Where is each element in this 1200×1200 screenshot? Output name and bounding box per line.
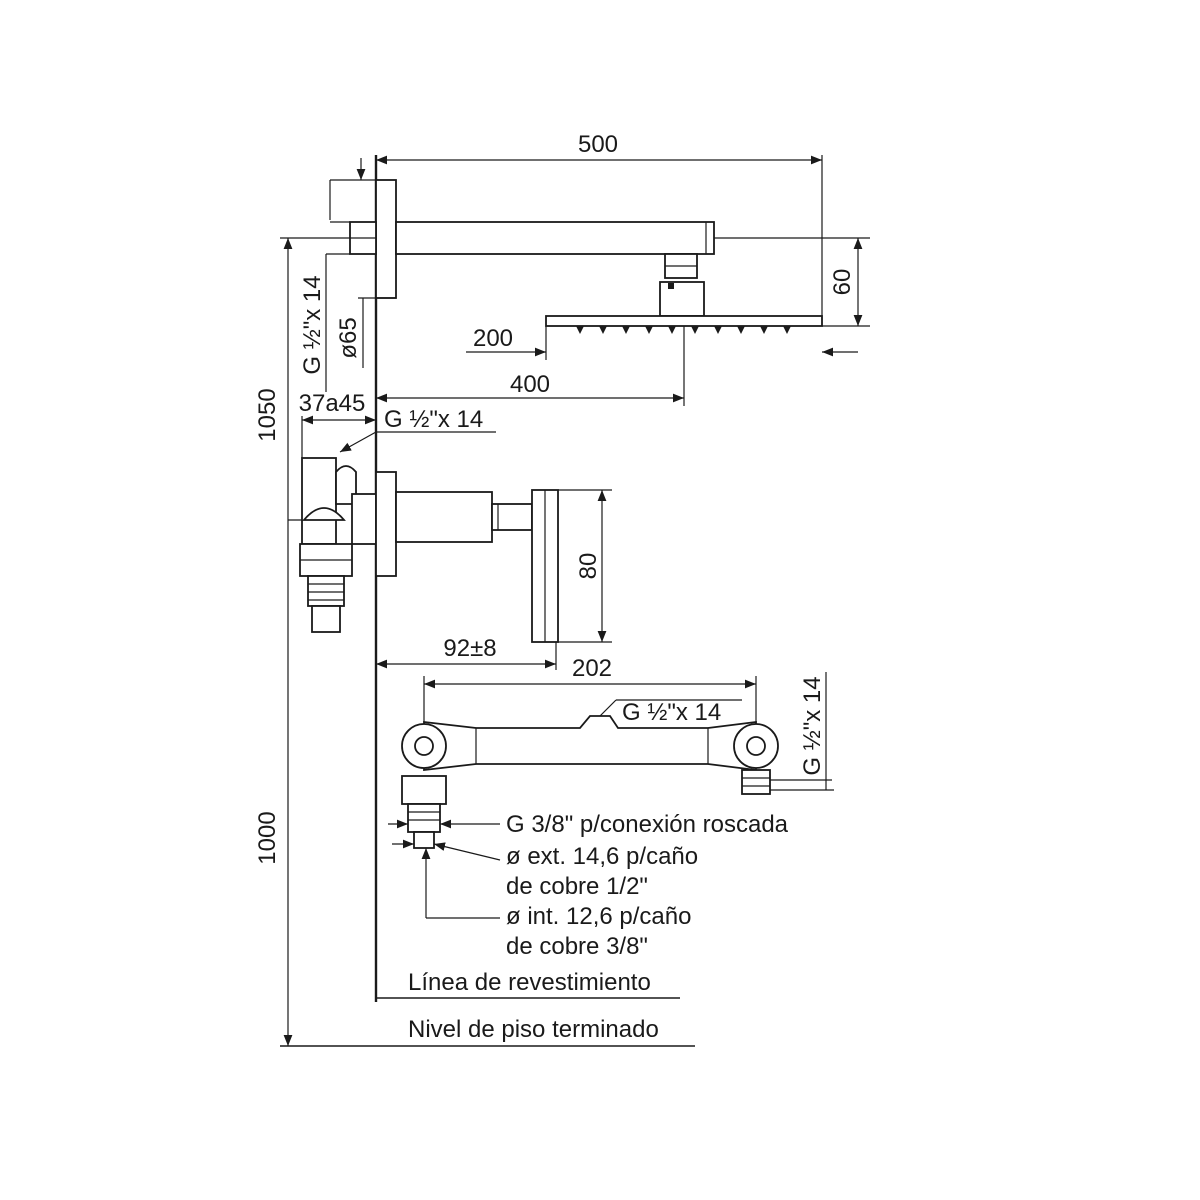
dim-200-label: 200 xyxy=(473,325,513,352)
dim-60-label: 60 xyxy=(829,269,856,296)
nozzle xyxy=(599,326,607,334)
thread-right-label: G ½"x 14 xyxy=(799,676,826,775)
floor-line-label: Nivel de piso terminado xyxy=(408,1016,659,1043)
connection-bar xyxy=(401,715,779,772)
callout-ext-line2: de cobre 1/2" xyxy=(506,873,648,900)
callout-int-line2: de cobre 3/8" xyxy=(506,933,648,960)
dim-60: 60 xyxy=(714,237,870,357)
mixer-handle xyxy=(531,489,559,643)
callout-int-line1: ø int. 12,6 p/caño xyxy=(506,903,691,930)
nozzle xyxy=(576,326,584,334)
callout-g38: G 3/8" p/conexión roscada xyxy=(388,811,789,838)
dim-400: 400 xyxy=(376,326,685,406)
dim-1000-label: 1000 xyxy=(254,811,281,864)
dim-202: 202 xyxy=(423,655,757,724)
dim-flange-depth xyxy=(329,158,376,223)
callout-g38-label: G 3/8" p/conexión roscada xyxy=(506,811,789,838)
dim-thread-right: G ½"x 14 xyxy=(770,672,834,791)
callout-thread-bar: G ½"x 14 xyxy=(599,699,742,726)
dim-500-label: 500 xyxy=(578,131,618,158)
dim-92: 92±8 xyxy=(376,635,557,670)
dim-400-label: 400 xyxy=(510,371,550,398)
callout-ext: ø ext. 14,6 p/caño de cobre 1/2" xyxy=(392,839,698,900)
right-fitting xyxy=(741,769,771,795)
dim-37a45-label: 37a45 xyxy=(299,390,366,417)
nozzle xyxy=(622,326,630,334)
dim-80-label: 80 xyxy=(575,553,602,580)
wall-line-label: Línea de revestimiento xyxy=(408,969,651,996)
dim-1050: 1050 xyxy=(254,237,350,1046)
dim-37a45: 37a45 xyxy=(299,390,376,458)
dim-92-label: 92±8 xyxy=(443,635,496,662)
mixer-escutcheon xyxy=(375,471,533,577)
dim-202-label: 202 xyxy=(572,655,612,682)
thread-bar-label: G ½"x 14 xyxy=(622,699,721,726)
thread-left-label: G ½"x 14 xyxy=(299,275,326,374)
dim-diameter-65-label: ø65 xyxy=(335,317,362,358)
thread-mixer-label: G ½"x 14 xyxy=(384,406,483,433)
callout-thread-mixer: G ½"x 14 xyxy=(339,406,496,453)
dim-diameter-65: ø65 xyxy=(335,297,396,368)
nozzle xyxy=(645,326,653,334)
shower-head-connector xyxy=(659,253,705,317)
callout-int: ø int. 12,6 p/caño de cobre 3/8" xyxy=(421,848,691,960)
mixer-body xyxy=(299,457,377,633)
dim-200: 200 xyxy=(466,325,547,360)
nozzle xyxy=(714,326,722,334)
dim-80: 80 xyxy=(558,489,612,643)
dim-thread-left: G ½"x 14 xyxy=(299,253,350,392)
dim-1050-label: 1050 xyxy=(254,388,281,441)
nozzle xyxy=(760,326,768,334)
shower-arm-flange xyxy=(349,179,397,299)
nozzle xyxy=(691,326,699,334)
nozzle xyxy=(783,326,791,334)
shower-arm xyxy=(395,221,715,255)
nozzle xyxy=(668,326,676,334)
left-fitting xyxy=(401,775,447,849)
nozzle xyxy=(737,326,745,334)
callout-ext-line1: ø ext. 14,6 p/caño xyxy=(506,843,698,870)
